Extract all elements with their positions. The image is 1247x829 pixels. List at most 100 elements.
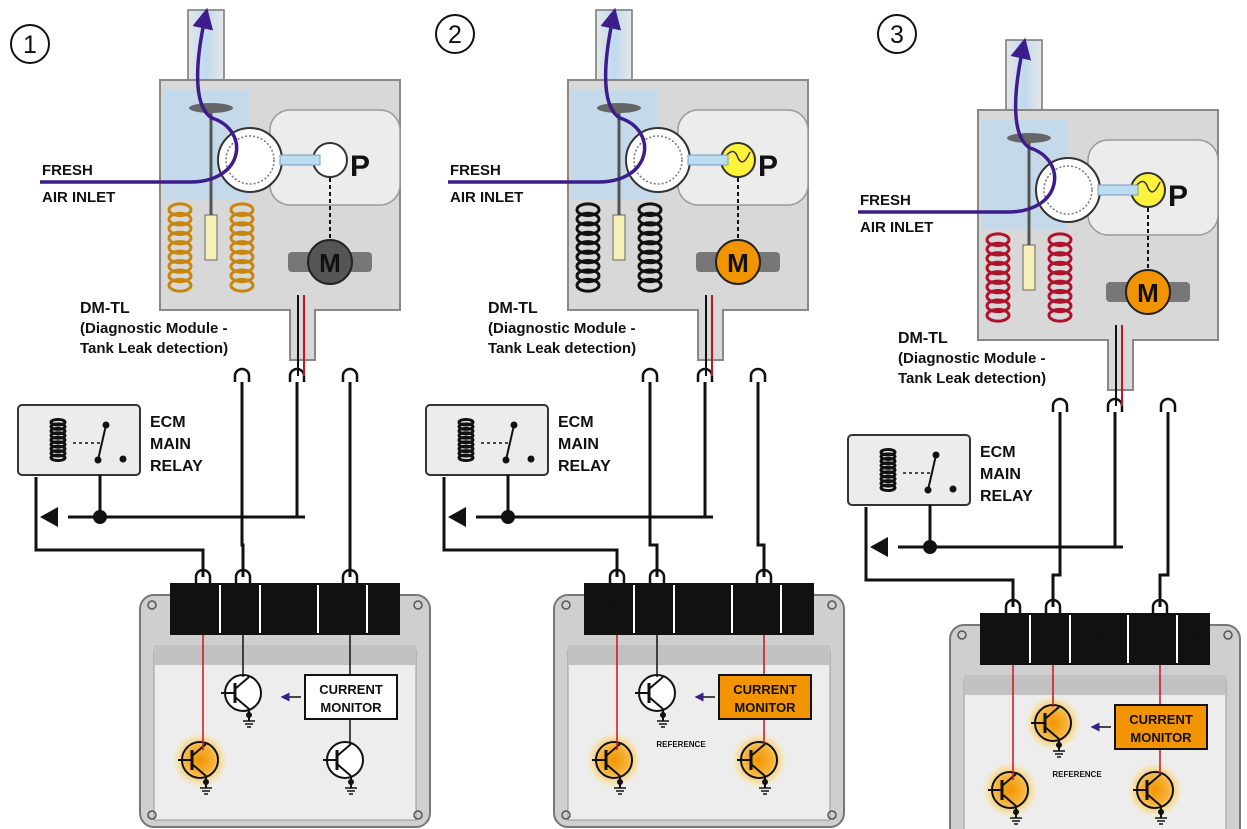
connector-pin-4: 4 bbox=[233, 593, 243, 613]
current-monitor-box bbox=[304, 674, 398, 720]
wire-pin4 bbox=[648, 382, 659, 577]
connector-pin-3: 3 bbox=[699, 593, 709, 613]
dm-tl-module: PM bbox=[858, 37, 1219, 391]
airflow-arrow bbox=[858, 37, 1057, 214]
connector-pin-2: 2 bbox=[340, 593, 350, 613]
transistor-pin5 bbox=[983, 763, 1037, 825]
mount-screw bbox=[561, 810, 571, 820]
connector-pin-3: 3 bbox=[1095, 623, 1105, 643]
valve-disc bbox=[1035, 157, 1101, 223]
solenoid-coil-left bbox=[985, 232, 1011, 323]
sensor-port-tube bbox=[687, 154, 729, 166]
relay-label-3: RELAY bbox=[150, 458, 203, 475]
current-monitor-label-2: MONITOR bbox=[1130, 730, 1192, 745]
module-desc-1: (Diagnostic Module - bbox=[80, 320, 228, 337]
pressure-sensor-label: P bbox=[758, 150, 778, 183]
module-desc-2: Tank Leak detection) bbox=[488, 340, 636, 357]
relay-label-2: MAIN bbox=[150, 436, 191, 453]
step-number: 1 bbox=[23, 31, 37, 59]
supply-arrow bbox=[40, 507, 58, 527]
solenoid-coil-left bbox=[167, 202, 193, 293]
transistor-pin4 bbox=[221, 674, 262, 728]
transistor-pin2 bbox=[323, 741, 364, 795]
module-desc-2: Tank Leak detection) bbox=[80, 340, 228, 357]
harness-jack-1 bbox=[641, 367, 659, 382]
mount-screw bbox=[561, 600, 571, 610]
module-desc-2: Tank Leak detection) bbox=[898, 370, 1046, 387]
motor-icon bbox=[1125, 269, 1171, 315]
connector-pin-1: 1 bbox=[794, 593, 804, 613]
current-monitor-label-1: CURRENT bbox=[319, 682, 383, 697]
step-number: 2 bbox=[448, 21, 462, 49]
valve-plunger bbox=[1022, 244, 1036, 291]
harness-jack-3 bbox=[749, 367, 767, 382]
dm-tl-module: PM bbox=[448, 7, 809, 361]
motor-icon bbox=[715, 239, 761, 285]
connector-pin-4: 4 bbox=[647, 593, 657, 613]
relay-box bbox=[425, 404, 549, 476]
fresh-air-label-1: FRESH bbox=[450, 162, 501, 179]
current-monitor-box bbox=[1114, 704, 1208, 750]
connector-pin-5: 5 bbox=[193, 593, 203, 613]
relay-box bbox=[847, 434, 971, 506]
solenoid-coil-right bbox=[1047, 232, 1073, 323]
motor-icon bbox=[307, 239, 353, 285]
relay-label-1: ECM bbox=[558, 414, 594, 431]
connector-pin-5: 5 bbox=[1003, 623, 1013, 643]
transistor-glow bbox=[1026, 696, 1080, 750]
solenoid-coil-right bbox=[637, 202, 663, 293]
fresh-air-label-1: FRESH bbox=[42, 162, 93, 179]
sensor-port-tube bbox=[1097, 184, 1139, 196]
connector-pin-1: 1 bbox=[380, 593, 390, 613]
relay-label-2: MAIN bbox=[980, 466, 1021, 483]
airflow-arrow bbox=[40, 7, 239, 184]
current-monitor-label-2: MONITOR bbox=[734, 700, 796, 715]
transistor-glow bbox=[983, 763, 1037, 817]
wire-pin2 bbox=[1158, 412, 1170, 607]
relay-coil bbox=[457, 417, 475, 463]
motor-label: M bbox=[1137, 278, 1159, 308]
harness-jack-1 bbox=[1051, 397, 1069, 412]
relay-switch bbox=[927, 454, 937, 491]
relay-box bbox=[17, 404, 141, 476]
connector-pin-1: 1 bbox=[1190, 623, 1200, 643]
transistor-pin2 bbox=[732, 733, 786, 795]
relay-label-1: ECM bbox=[980, 444, 1016, 461]
ecm-main-relay bbox=[17, 404, 141, 476]
step-number: 3 bbox=[890, 21, 904, 49]
module-name-label: DM-TL bbox=[488, 300, 538, 317]
harness-jack-3 bbox=[1159, 397, 1177, 412]
solenoid-coil-right bbox=[229, 202, 255, 293]
step-number-badge bbox=[10, 24, 50, 64]
module-name-label: DM-TL bbox=[80, 300, 130, 317]
relay-label-3: RELAY bbox=[558, 458, 611, 475]
connector-pin-2: 2 bbox=[1150, 623, 1160, 643]
connector-pin-4: 4 bbox=[1043, 623, 1053, 643]
mount-screw bbox=[413, 810, 423, 820]
current-monitor-label-2: MONITOR bbox=[320, 700, 382, 715]
solenoid-coil-left bbox=[575, 202, 601, 293]
transistor-glow bbox=[732, 733, 786, 787]
mount-screw bbox=[147, 810, 157, 820]
connector-block bbox=[980, 613, 1210, 665]
relay-coil bbox=[879, 447, 897, 493]
supply-arrow bbox=[448, 507, 466, 527]
wire-pin5 bbox=[442, 477, 619, 577]
valve-plunger bbox=[612, 214, 626, 261]
connector-block bbox=[584, 583, 814, 635]
sensor-port-tube bbox=[279, 154, 321, 166]
motor-label: M bbox=[319, 248, 341, 278]
fresh-air-label-2: AIR INLET bbox=[860, 219, 933, 236]
module-name-label: DM-TL bbox=[898, 330, 948, 347]
current-monitor-label-1: CURRENT bbox=[733, 682, 797, 697]
fresh-air-label-2: AIR INLET bbox=[450, 189, 523, 206]
mount-screw bbox=[147, 600, 157, 610]
transistor-pin5 bbox=[173, 733, 227, 795]
transistor-pin2 bbox=[1128, 763, 1182, 825]
relay-switch bbox=[505, 424, 515, 461]
wire-pin4 bbox=[240, 382, 245, 577]
fresh-air-label-2: AIR INLET bbox=[42, 189, 115, 206]
